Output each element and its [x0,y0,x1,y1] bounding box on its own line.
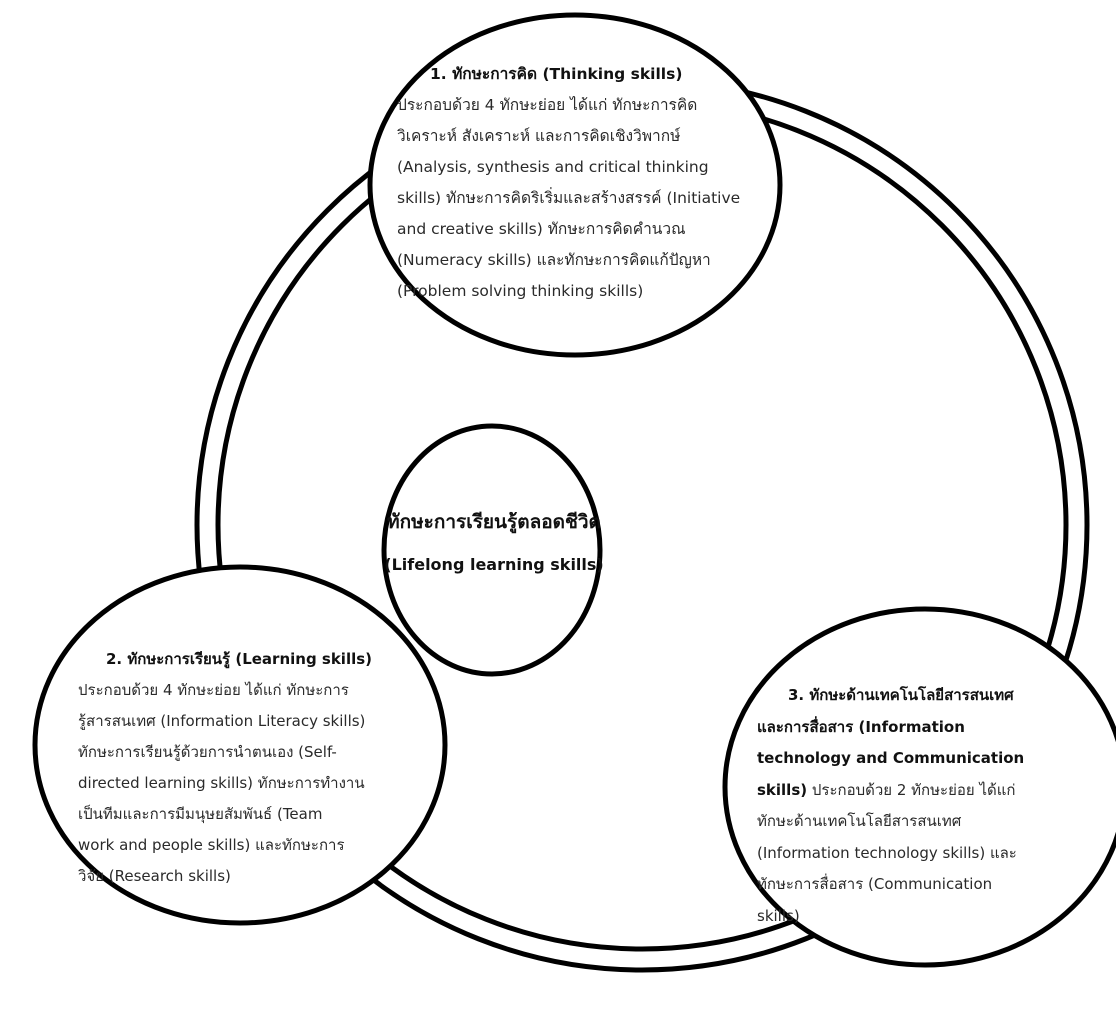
node1-line: (Analysis, synthesis and critical thinki… [397,158,709,176]
node1-line: (Numeracy skills) และทักษะการคิดแก้ปัญหา [397,251,711,269]
node3-title-tail: skills) [757,780,808,799]
node3-title-line: และการสื่อสาร (Information [757,717,965,736]
node1-ellipse [367,12,783,358]
node3-text: 3. ทักษะด้านเทคโนโลยีสารสนเทศ และการสื่อ… [757,680,1024,932]
center-subtitle: (Lifelong learning skills) [384,555,604,574]
node3-line: ประกอบด้วย 2 ทักษะย่อย ได้แก่ [807,780,1016,799]
node2-ellipse [32,564,448,926]
node1-title: 1. ทักษะการคิด (Thinking skills) [430,65,683,83]
node1-line: and creative skills) ทักษะการคิดคำนวณ [397,220,686,238]
node2-title: 2. ทักษะการเรียนรู้ (Learning skills) [106,650,373,668]
node3-title-line: 3. ทักษะด้านเทคโนโลยีสารสนเทศ [788,686,1014,704]
node3-line: ทักษะด้านเทคโนโลยีสารสนเทศ [757,812,962,830]
node3-ellipse [722,606,1116,968]
node3-mixed-line: skills) ประกอบด้วย 2 ทักษะย่อย ได้แก่ [757,775,1024,807]
node2-line: ประกอบด้วย 4 ทักษะย่อย ได้แก่ ทักษะการ [78,681,349,699]
node2-line: รู้สารสนเทศ (Information Literacy skills… [78,712,366,730]
node2-line: work and people skills) และทักษะการ [78,836,345,854]
center-ellipse [381,423,603,677]
node1-line: วิเคราะห์ สังเคราะห์ และการคิดเชิงวิพากษ… [397,127,681,145]
node1-line: skills) ทักษะการคิดริเริ่มและสร้างสรรค์ … [397,189,741,207]
node3-line: skills) [757,906,800,925]
node2-line: directed learning skills) ทักษะการทำงาน [78,774,365,792]
node3-title-line: technology and Communication [757,749,1025,767]
node1-line: ประกอบด้วย 4 ทักษะย่อย ได้แก่ ทักษะการคิ… [397,96,698,114]
node3-line: (Information technology skills) และ [757,843,1017,862]
node2-text: 2. ทักษะการเรียนรู้ (Learning skills) ปร… [78,644,372,892]
node2-line: เป็นทีมและการมีมนุษยสัมพันธ์ (Team [78,805,323,823]
node3-line: ทักษะการสื่อสาร (Communication [757,875,993,893]
node1-line: (Problem solving thinking skills) [397,282,644,300]
center-title: ทักษะการเรียนรู้ตลอดชีวิต [387,511,601,533]
node2-line: วิจัย (Research skills) [78,867,231,885]
node1-text: 1. ทักษะการคิด (Thinking skills) ประกอบด… [397,59,740,307]
node2-line: ทักษะการเรียนรู้ด้วยการนำตนเอง (Self- [78,743,337,761]
